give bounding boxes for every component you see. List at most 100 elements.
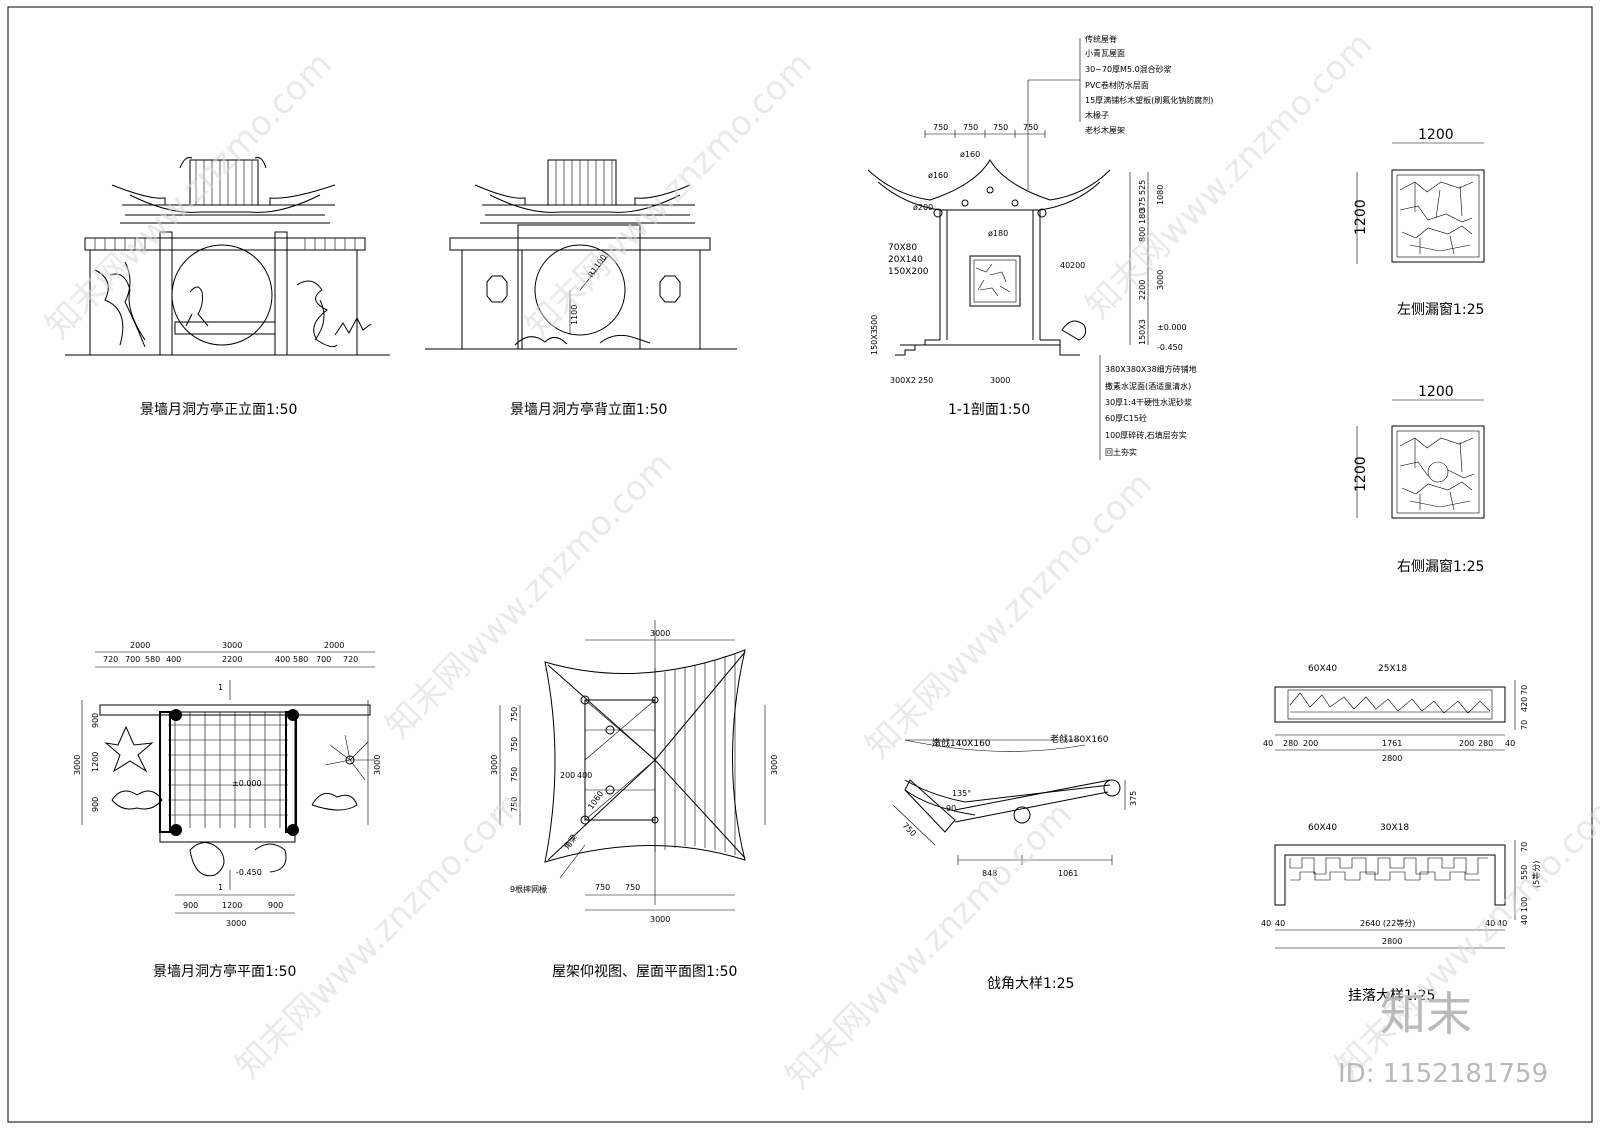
plan-top-dim2-5: 2200 [222,655,242,664]
corner-dim-5: 848 [982,869,997,878]
plan-top-dim2-8: 700 [316,655,331,664]
roof-note-1: 传统屋脊 [1085,34,1117,44]
hang1-dim-8: 2800 [1382,754,1402,763]
plan-top-dim2-6: 400 [275,655,290,664]
hang2-dim-6: 2800 [1382,937,1402,946]
sec-right-dim-9: 200 [1070,261,1085,270]
roof-note-6: 木椽子 [1085,110,1109,120]
plan-bottom-dim-2: 1200 [222,901,242,910]
plan-left-dim-4: 3000 [73,755,82,775]
hang1-dim-4: 1761 [1382,739,1402,748]
hang2-label-2: 30X18 [1380,823,1409,833]
roof-note-5: 15厚满铺杉木望板(刷氟化钠防腐剂) [1085,95,1213,105]
sec-top-dim-4: 750 [1023,123,1038,132]
section-1-1 [867,38,1149,460]
plan-left-dim-3: 900 [91,797,100,812]
roof-rafter-note: 9根摔网椽 [510,884,547,894]
sec-member-2: 20X140 [888,255,923,265]
roof-note-4: PVC卷材防水层面 [1085,80,1149,90]
sec-bottom-dim-1: 300X2 [890,376,916,385]
left-window-height: 1200 [1353,199,1369,235]
roof-left-dim-4: 750 [510,797,519,812]
plan-bottom-dim-4: 3000 [226,919,246,928]
sec-bottom-dim-3: 3000 [990,376,1010,385]
back-height-label: 1100 [570,305,579,325]
hang2-dim-1: 40 [1261,919,1271,928]
sec-right-dim-8: 40 [1060,261,1070,270]
roof-inner-label: 角梁 [561,832,578,851]
sec-dia-4: ø180 [988,229,1008,238]
sec-right-dim-10: 150X3 [1138,319,1147,345]
sec-left-dim-2: 500 [870,315,879,330]
roof-bottom-dim-1: 750 [595,883,610,892]
hang1-right-3: 70 [1520,720,1529,730]
hang2-dim-3: 2640 (22等分) [1360,918,1415,928]
back-elevation [425,159,737,350]
watermark-2: 知末网www.znzmo.com [518,44,820,346]
floor-note-3: 30厚1:4干硬性水泥砂浆 [1105,397,1192,407]
corner-dim-1: 750 [901,821,918,838]
hanging-detail-2 [1274,840,1516,949]
front-elevation [65,157,390,356]
roof-left-dim-5: 3000 [490,755,499,775]
sec-member-3: 150X200 [888,267,929,277]
plan-right-dim-1: 3000 [373,755,382,775]
sec-level-2: -0.450 [1157,343,1183,352]
plan-section-mark-top: 1 [218,683,223,692]
corner-dim-4: 375 [1129,791,1138,806]
plan-top-dim2-7: 580 [293,655,308,664]
sec-right-dim-5: 800 [1138,227,1147,242]
plan-top-dim1-1: 2000 [130,641,150,650]
floor-note-6: 回土夯实 [1105,447,1137,457]
hang1-label-2: 25X18 [1378,664,1407,674]
hang1-dim-2: 280 [1283,739,1298,748]
title-back-elevation: 景墙月洞方亭背立面1:50 [510,401,667,418]
title-front-elevation: 景墙月洞方亭正立面1:50 [140,401,297,418]
floor-note-2: 撒素水泥面(酒适量清水) [1105,381,1191,391]
corner-label-1: 嫩戗140X160 [932,737,991,749]
roof-plan [499,620,766,911]
plan-top-dim2-3: 580 [145,655,160,664]
plan-top-dim2-1: 720 [103,655,118,664]
title-corner: 戗角大样1:25 [987,976,1074,992]
left-window [1356,142,1485,264]
plan-section-mark-bottom: 1 [218,883,223,892]
title-section: 1-1剖面1:50 [948,402,1030,418]
hang2-right-5: 40 [1520,915,1529,925]
roof-bottom-dim-3: 3000 [650,915,670,924]
corner-label-2: 老戗180X160 [1050,733,1109,745]
sec-top-dim-2: 750 [963,123,978,132]
title-plan: 景墙月洞方亭平面1:50 [153,963,296,980]
floor-note-1: 380X380X38细方砖铺地 [1105,364,1197,374]
corner-dim-2: 135° [952,789,971,798]
hang2-dim-4: 40 [1485,919,1495,928]
watermark-id: ID: 1152181759 [1338,1059,1548,1089]
plan-level-outer: -0.450 [236,868,262,877]
plan-left-dim-2: 1200 [91,752,100,772]
watermark-8: 知末网www.znzmo.com [1328,784,1600,1086]
watermark-5: 知末网www.znzmo.com [858,464,1160,766]
watermark-1: 知末网www.znzmo.com [38,44,340,346]
plan-top-dim2-9: 720 [343,655,358,664]
hanging-detail-1 [1274,680,1516,751]
title-left-window: 左侧漏窗1:25 [1397,301,1484,318]
roof-top-dim: 3000 [650,629,670,638]
sec-top-dim-1: 750 [933,123,948,132]
hang2-right-4: 100 [1520,897,1529,912]
floor-note-4: 60厚C15砼 [1105,413,1147,423]
sheet-border [7,6,1593,1123]
hang1-dim-7: 40 [1505,739,1515,748]
watermark-logo: 知末 [1380,987,1472,1041]
plan-left-dim-1: 900 [91,713,100,728]
plan-top-dim2-4: 400 [166,655,181,664]
sec-level-1: ±0.000 [1157,323,1187,332]
sec-right-dim-7: 2200 [1138,280,1147,300]
floor-note-5: 100厚碎砖,石填层夯实 [1105,430,1187,440]
right-window-width: 1200 [1418,384,1454,400]
corner-dim-3: 90 [946,804,956,813]
sec-right-dim-3: 1080 [1156,185,1165,205]
sec-member-1: 70X80 [888,243,917,253]
plan-bottom-dim-3: 900 [268,901,283,910]
hang2-dim-5: 40 [1497,919,1507,928]
